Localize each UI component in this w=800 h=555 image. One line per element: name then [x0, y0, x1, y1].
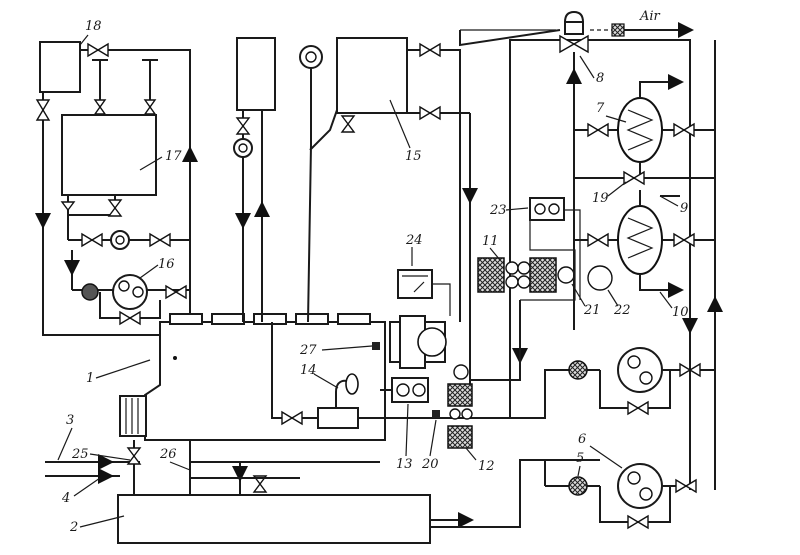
label-6: 6: [578, 432, 586, 447]
heat-exchanger-lower: [617, 205, 663, 275]
label-3: 3: [66, 413, 74, 428]
heat-exchanger-7: [617, 97, 663, 163]
valve-vent-2: [143, 99, 157, 115]
label-23: 23: [489, 203, 507, 218]
gauge-22: [587, 265, 613, 291]
tank-17: [61, 114, 157, 196]
label-5: 5: [576, 451, 584, 466]
label-12: 12: [478, 459, 495, 474]
valve-17d: [149, 232, 171, 248]
label-17: 17: [165, 149, 182, 164]
label-15: 15: [405, 149, 422, 164]
valve-pump-6-out: [675, 478, 697, 494]
valve-7b: [673, 122, 695, 138]
label-7: 7: [596, 101, 605, 116]
valve-pump-upper: [627, 400, 649, 416]
label-4: 4: [61, 491, 70, 506]
label-9: 9: [680, 201, 688, 216]
label-8: 8: [596, 71, 604, 86]
valve-lower-a: [587, 232, 609, 248]
valve-15b: [419, 105, 441, 121]
label-26: 26: [159, 447, 177, 462]
gauge-21: [557, 266, 575, 284]
label-10: 10: [672, 305, 689, 320]
valve-8: [559, 34, 589, 54]
valve-left: [235, 117, 251, 135]
label-13: 13: [396, 457, 413, 472]
filter-12b: [447, 425, 473, 449]
label-14: 14: [300, 363, 317, 378]
filter-16: [81, 283, 99, 301]
tank-2: [117, 494, 431, 544]
valve-7a: [587, 122, 609, 138]
valve-17a: [60, 201, 76, 212]
valve-25: [126, 447, 142, 465]
valve-vent-1: [93, 99, 107, 115]
label-25: 25: [71, 447, 89, 462]
tank-expansion: [236, 37, 276, 111]
valve-14: [281, 410, 303, 426]
gauge-23: [529, 197, 565, 221]
label-20: 20: [421, 457, 439, 472]
valve-20: [432, 410, 440, 418]
flywheel: [119, 395, 147, 437]
label-22: 22: [613, 303, 631, 318]
valve-pump-upper-out: [679, 362, 701, 378]
valve-17c: [81, 232, 103, 248]
valve-18b: [35, 99, 51, 121]
label-19: 19: [592, 191, 609, 206]
label-18: 18: [85, 19, 102, 34]
label-27: 27: [299, 343, 317, 358]
valve-19: [623, 170, 645, 186]
valve-16: [119, 310, 141, 326]
label-1: 1: [86, 371, 94, 386]
filter-5: [568, 476, 588, 496]
tank-18: [39, 41, 81, 93]
filter-11a: [477, 257, 505, 293]
pump-small: [110, 230, 130, 250]
valve-8-actuator: [563, 10, 585, 23]
label-21: 21: [583, 303, 601, 318]
pipe-18-down: [42, 92, 160, 336]
valve-26: [252, 475, 268, 493]
gauge-12: [453, 364, 469, 380]
label-24: 24: [405, 233, 423, 248]
gauge-left: [233, 138, 253, 158]
label-2: 2: [69, 520, 78, 535]
label-16: 16: [158, 257, 175, 272]
filter-upper: [568, 360, 588, 380]
valve-18: [87, 42, 109, 58]
valve-15: [340, 115, 356, 133]
valve-pump-6: [627, 514, 649, 530]
air-label: Air: [639, 9, 661, 24]
valve-lower-b: [673, 232, 695, 248]
air-filter: [611, 23, 625, 37]
label-11: 11: [482, 234, 499, 249]
filter-12a: [447, 383, 473, 407]
filter-14: [317, 407, 359, 429]
cooler-15: [336, 37, 408, 114]
valve-17b: [107, 199, 123, 217]
pump-6: [617, 463, 663, 509]
valve-15a: [419, 42, 441, 58]
valve-16b: [165, 284, 187, 300]
thermometer-15: [299, 45, 323, 69]
filter-11b: [529, 257, 557, 293]
gauge-24: [397, 269, 433, 299]
pump-upper: [617, 347, 663, 393]
